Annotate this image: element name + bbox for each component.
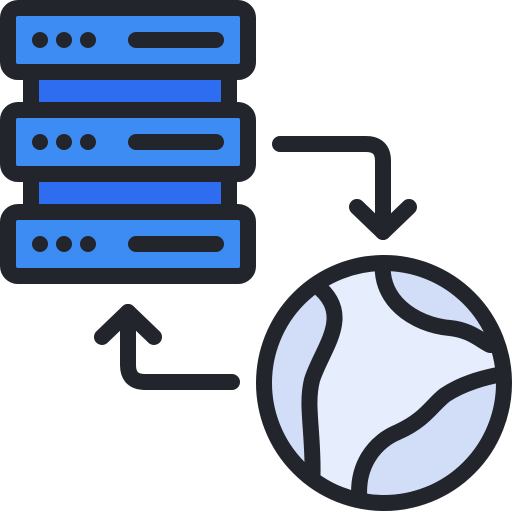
indicator-dot	[80, 134, 96, 150]
globe-outline	[256, 255, 512, 511]
indicator-dot	[56, 236, 72, 252]
globe-icon	[256, 255, 512, 511]
indicator-dot	[32, 236, 48, 252]
indicator-dot	[56, 134, 72, 150]
server-unit-1	[0, 0, 256, 80]
indicator-dot	[80, 32, 96, 48]
indicator-dot	[32, 32, 48, 48]
server-unit-2	[0, 102, 256, 182]
server-unit-3	[0, 204, 256, 284]
arrow-up-icon	[94, 304, 240, 390]
indicator-dot	[56, 32, 72, 48]
arrow-down-icon	[272, 136, 417, 240]
indicator-dot	[32, 134, 48, 150]
indicator-dot	[80, 236, 96, 252]
